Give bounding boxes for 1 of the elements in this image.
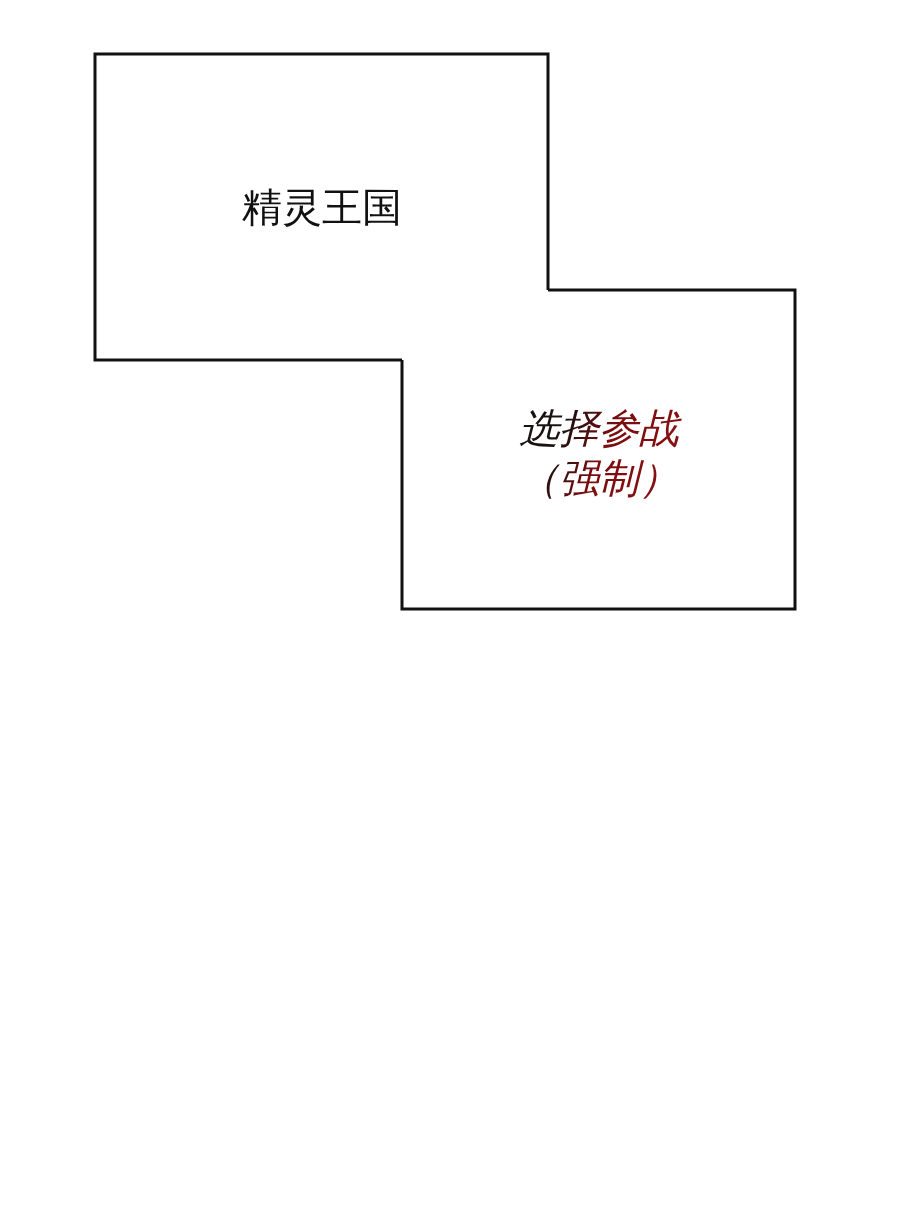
caption-text: 精灵王国 <box>241 183 402 232</box>
